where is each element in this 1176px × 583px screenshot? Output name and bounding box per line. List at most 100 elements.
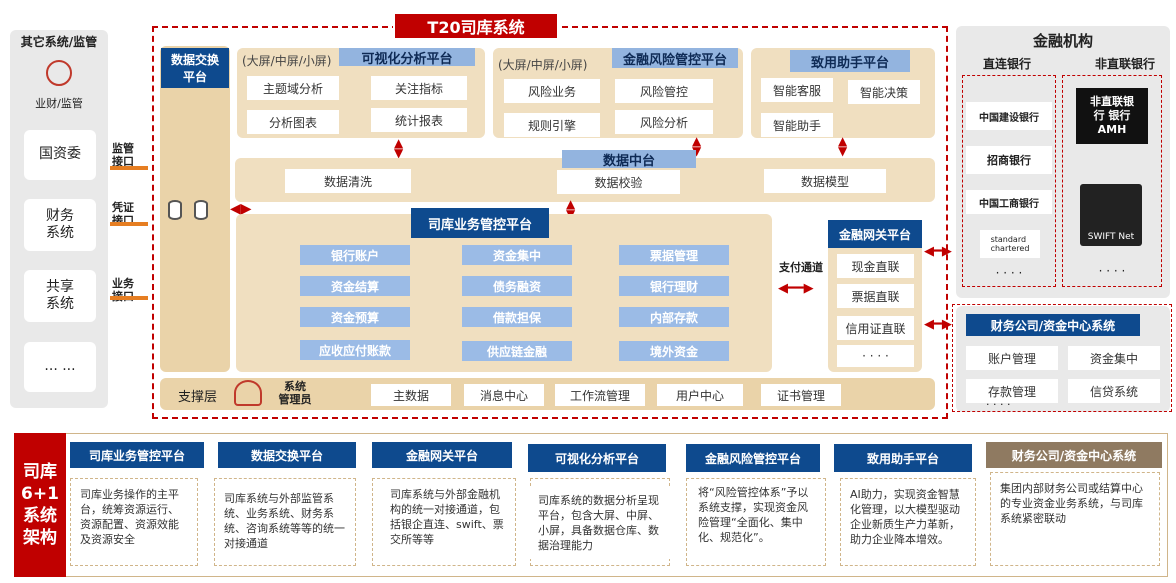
regulator-icon — [46, 60, 72, 86]
assist-cell-service[interactable]: 智能客服 — [761, 78, 833, 102]
risk-prefix: (大屏/中屏/小屏) — [498, 58, 588, 72]
card-fincompany-title[interactable]: 财务公司/资金中心系统 — [986, 442, 1162, 468]
treasury-cell-budget[interactable]: 资金预算 — [300, 307, 410, 327]
visual-cell-indicator[interactable]: 关注指标 — [371, 76, 467, 100]
bank-ccb[interactable]: 中国建设银行 — [966, 102, 1052, 130]
assist-cell-helper[interactable]: 智能助手 — [761, 113, 833, 137]
support-cell-user-center[interactable]: 用户中心 — [657, 384, 743, 406]
visual-platform-title[interactable]: 可视化分析平台 — [339, 48, 475, 67]
regulatory-interface-label: 监管 接口 — [112, 142, 134, 168]
gateway-bank-arrow: ◀━▶ — [924, 244, 952, 259]
swift-label: SWIFT Net — [1087, 232, 1135, 242]
treasury-cell-overseas-funds[interactable]: 境外资金 — [619, 341, 729, 361]
risk-platform-title[interactable]: 金融风险管控平台 — [612, 48, 738, 68]
gateway-cell-bill[interactable]: 票据直联 — [837, 284, 914, 308]
fin-company-frame — [952, 304, 1172, 412]
visual-cell-charts[interactable]: 分析图表 — [247, 110, 339, 134]
treasury-cell-receivable-payable[interactable]: 应收应付账款 — [300, 340, 410, 360]
support-cell-workflow[interactable]: 工作流管理 — [555, 384, 645, 406]
regulator-label: 业财/监管 — [35, 97, 83, 110]
left-item-sasac[interactable]: 国资委 — [24, 130, 96, 180]
risk-cell-business[interactable]: 风险业务 — [504, 79, 600, 103]
gateway-cell-cash[interactable]: 现金直联 — [837, 254, 914, 278]
indirect-bank-amh[interactable]: 非直联银 行 银行 AMH — [1076, 88, 1148, 144]
left-item-shared-system[interactable]: 共享 系统 — [24, 270, 96, 322]
payment-channel-arrow: ◀━━▶ — [778, 281, 814, 296]
support-cell-certificate[interactable]: 证书管理 — [761, 384, 841, 406]
support-cell-message[interactable]: 消息中心 — [464, 384, 544, 406]
fin-cell-concentration[interactable]: 资金集中 — [1068, 346, 1160, 370]
bank-cmb[interactable]: 招商银行 — [966, 146, 1052, 174]
card-assist-title[interactable]: 致用助手平台 — [834, 444, 972, 472]
treasury-cell-bill-management[interactable]: 票据管理 — [619, 245, 729, 265]
gateway-title[interactable]: 金融网关平台 — [828, 220, 922, 248]
database-icon — [168, 198, 212, 224]
treasury-cell-debt-financing[interactable]: 债务融资 — [462, 276, 572, 296]
gateway-fincompany-arrow: ◀━▶ — [924, 317, 952, 332]
card-risk-title[interactable]: 金融风险管控平台 — [686, 444, 820, 472]
data-cell-validation[interactable]: 数据校验 — [557, 170, 680, 194]
gateway-cell-more: · · · · — [837, 345, 914, 367]
visual-datacenter-arrow: ▲▼ — [394, 136, 404, 160]
fin-cell-deposit[interactable]: 存款管理 — [966, 379, 1058, 403]
card-gateway-desc: 司库系统与外部金融机构的统一对接通道，包括银企直连、swift、票交所等等 — [382, 482, 512, 554]
direct-bank-frame — [962, 75, 1056, 287]
treasury-cell-supply-chain[interactable]: 供应链金融 — [462, 341, 572, 361]
assist-cell-decision[interactable]: 智能决策 — [848, 80, 920, 104]
assist-platform-title[interactable]: 致用助手平台 — [790, 50, 910, 72]
card-visual-title[interactable]: 可视化分析平台 — [528, 444, 666, 472]
card-exchange-desc: 司库系统与外部监管系统、业务系统、财务系统、咨询系统等等的统一对接通道 — [216, 486, 354, 558]
treasury-cell-loan-guarantee[interactable]: 借款担保 — [462, 307, 572, 327]
bottom-side-title: 司库 6+1 系统 架构 — [14, 433, 66, 577]
card-fincompany-desc: 集团内部财务公司或结算中心的专业资金业务系统，与司库系统紧密联动 — [992, 476, 1158, 533]
treasury-cell-bank-wealth[interactable]: 银行理财 — [619, 276, 729, 296]
card-assist-desc: AI助力，实现资金智慧化管理，以大模型驱动企业新质生产力革新，助力企业降本增效。 — [842, 482, 974, 554]
fin-cell-account[interactable]: 账户管理 — [966, 346, 1058, 370]
other-systems-title: 其它系统/监管 — [20, 35, 98, 49]
direct-bank-label: 直连银行 — [982, 57, 1031, 71]
card-treasury-title[interactable]: 司库业务管控平台 — [70, 442, 204, 468]
data-exchange-title[interactable]: 数据交换 平台 — [161, 48, 229, 88]
fin-cell-credit[interactable]: 信贷系统 — [1068, 379, 1160, 403]
bank-standard-chartered[interactable]: standard chartered — [980, 230, 1040, 258]
risk-cell-control[interactable]: 风险管控 — [615, 79, 713, 103]
assist-datacenter-arrow: ▲▼ — [838, 134, 848, 158]
visual-prefix: (大屏/中屏/小屏) — [242, 54, 332, 68]
support-layer-label: 支撑层 — [178, 390, 218, 405]
fin-company-title[interactable]: 财务公司/资金中心系统 — [966, 314, 1140, 336]
bank-icbc[interactable]: 中国工商银行 — [966, 190, 1052, 214]
visual-cell-reports[interactable]: 统计报表 — [371, 108, 467, 132]
card-exchange-title[interactable]: 数据交换平台 — [218, 442, 356, 468]
direct-bank-more: · · · · — [995, 266, 1023, 280]
data-center-title[interactable]: 数据中台 — [562, 150, 696, 169]
treasury-cell-internal-deposit[interactable]: 内部存款 — [619, 307, 729, 327]
exchange-datacenter-arrow: ◀▶ — [230, 201, 252, 217]
admin-icon — [234, 380, 262, 406]
finance-inst-title: 金融机构 — [1032, 32, 1093, 50]
data-cell-cleaning[interactable]: 数据清洗 — [285, 169, 411, 193]
treasury-cell-settlement[interactable]: 资金结算 — [300, 276, 410, 296]
card-visual-desc: 司库系统的数据分析呈现平台，包含大屏、中屏、小屏，具备数据仓库、数据治理能力 — [530, 488, 670, 560]
voucher-interface-arrow — [110, 222, 148, 226]
indirect-bank-more: · · · · — [1098, 264, 1126, 278]
admin-label: 系统 管理员 — [278, 380, 312, 406]
payment-channel-label: 支付通道 — [779, 261, 823, 274]
swift-logo-icon[interactable] — [1080, 184, 1142, 246]
treasury-cell-bank-account[interactable]: 银行账户 — [300, 245, 410, 265]
risk-cell-rules[interactable]: 规则引擎 — [504, 113, 600, 137]
treasury-platform-title[interactable]: 司库业务管控平台 — [411, 208, 549, 238]
business-interface-arrow — [110, 296, 148, 300]
indirect-bank-label: 非直联银行 — [1094, 57, 1155, 71]
left-item-finance-system[interactable]: 财务 系统 — [24, 199, 96, 251]
support-cell-master-data[interactable]: 主数据 — [371, 384, 451, 406]
fin-company-more: · · · · — [986, 398, 1011, 411]
card-gateway-title[interactable]: 金融网关平台 — [372, 442, 512, 468]
treasury-cell-fund-concentration[interactable]: 资金集中 — [462, 245, 572, 265]
data-cell-model[interactable]: 数据模型 — [764, 169, 886, 193]
card-treasury-desc: 司库业务操作的主平台，统筹资源运行、资源配置、资源效能及资源安全 — [72, 482, 196, 554]
regulatory-interface-arrow — [110, 166, 148, 170]
visual-cell-subject[interactable]: 主题域分析 — [247, 76, 339, 100]
indirect-bank-frame — [1062, 75, 1162, 287]
risk-cell-analysis[interactable]: 风险分析 — [615, 110, 713, 134]
gateway-cell-lc[interactable]: 信用证直联 — [837, 316, 914, 340]
